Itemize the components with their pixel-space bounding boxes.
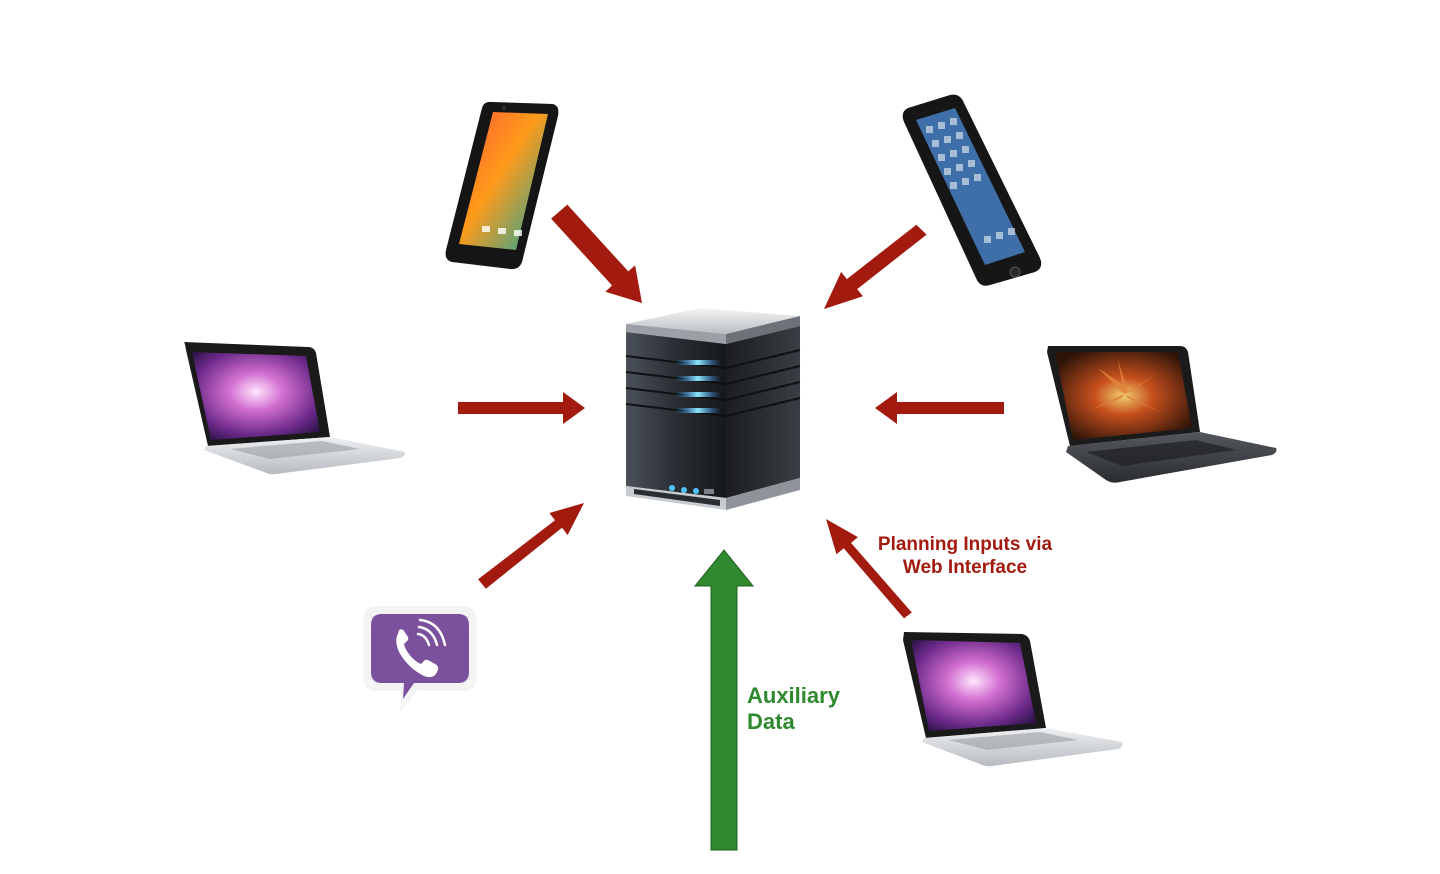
arrow-right-laptop-to-server [875,392,1004,424]
planning-inputs-label: Planning Inputs via Web Interface [860,534,1070,580]
input-arrows [458,204,1004,619]
auxiliary-label-line2: Data [747,709,795,735]
arrow-android-to-server [551,204,642,303]
arrow-auxiliary-data [693,549,755,851]
iphone-icon [902,94,1042,286]
viber-icon [363,606,477,712]
server-icon [625,308,801,510]
planning-label-line2: Web Interface [902,556,1028,578]
arrow-web-to-server [826,519,912,619]
ultrabook-icon [1047,346,1277,483]
auxiliary-data-label: Auxiliary Data [747,683,840,736]
arrow-left-laptop-to-server [458,392,585,424]
macbook-icon [184,342,406,475]
macbook-icon [903,632,1123,767]
arrow-iphone-to-server [824,224,927,309]
auxiliary-label-line1: Auxiliary [747,683,840,708]
planning-label-line1: Planning Inputs via [877,534,1053,555]
arrow-viber-to-server [478,503,584,589]
android-phone-icon [445,101,559,270]
